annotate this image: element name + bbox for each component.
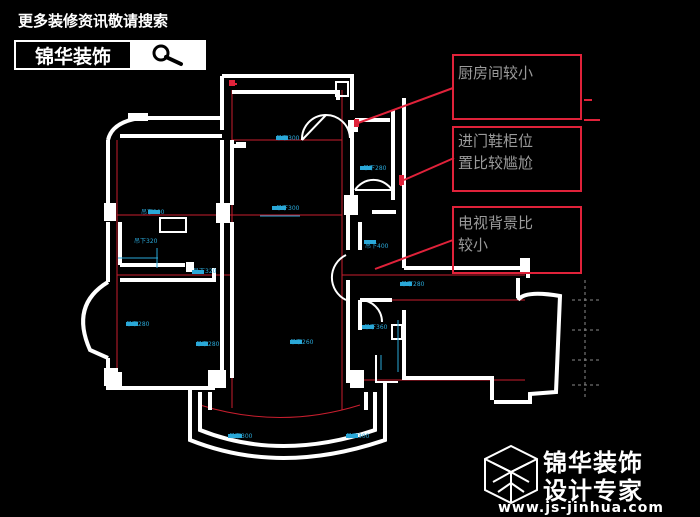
watermark-brand: 锦华装饰 bbox=[543, 449, 643, 477]
annotation-markers bbox=[229, 80, 404, 185]
note-tv-wall: 电视背景比 较小 bbox=[458, 212, 533, 256]
note-line: 进门鞋柜位 bbox=[458, 132, 534, 150]
ceiling-label: 吊下260 bbox=[290, 339, 314, 346]
ceiling-label: 吊下280 bbox=[401, 281, 425, 288]
ceiling-label: 吊下280 bbox=[363, 165, 387, 172]
wall-caps bbox=[104, 113, 530, 388]
annotation-callouts bbox=[230, 54, 600, 274]
right-guides bbox=[572, 280, 600, 400]
door-swings bbox=[300, 114, 398, 383]
note-line: 电视背景比 bbox=[458, 214, 534, 232]
search-icon bbox=[152, 44, 183, 66]
fixtures bbox=[159, 81, 403, 340]
watermark-slogan: 设计专家 bbox=[543, 477, 643, 505]
ceiling-label: 吊下320 bbox=[134, 238, 158, 245]
note-line: 厨房间较小 bbox=[458, 64, 534, 82]
cube-logo-icon bbox=[484, 444, 538, 505]
brand-name: 锦华装饰 bbox=[16, 42, 132, 68]
ceiling-label: 吊下360 bbox=[364, 324, 388, 331]
note-box-kitchen bbox=[452, 54, 582, 120]
dimension-marks bbox=[126, 136, 412, 438]
ceiling-label: 吊下300 bbox=[346, 433, 370, 440]
note-line: 置比较尴尬 bbox=[458, 154, 534, 172]
note-kitchen: 厨房间较小 bbox=[458, 62, 533, 84]
ceiling-label: 吊下300 bbox=[276, 135, 300, 142]
ceiling-labels: 吊下300 吊下300 吊下300 吊下320 吊下320 吊下280 吊下40… bbox=[126, 135, 425, 440]
ceiling-label: 吊下320 bbox=[193, 268, 217, 275]
ceiling-label: 吊下280 bbox=[126, 321, 150, 328]
ceiling-label: 吊下400 bbox=[365, 243, 389, 250]
ceiling-label: 吊下300 bbox=[276, 205, 300, 212]
watermark-url[interactable]: www.js-jinhua.com bbox=[498, 500, 664, 516]
ceiling-label: 吊下300 bbox=[229, 433, 253, 440]
ceiling-label: 吊下280 bbox=[196, 341, 220, 348]
search-button[interactable] bbox=[132, 42, 204, 68]
note-line: 较小 bbox=[458, 236, 489, 254]
header-title: 更多装修资讯敬请搜索 bbox=[18, 12, 169, 30]
brand-search-box[interactable]: 锦华装饰 bbox=[14, 40, 206, 70]
dimension-ticks bbox=[118, 215, 399, 372]
note-shoe-cabinet: 进门鞋柜位 置比较尴尬 bbox=[458, 130, 533, 174]
ceiling-label: 吊下300 bbox=[141, 209, 165, 216]
